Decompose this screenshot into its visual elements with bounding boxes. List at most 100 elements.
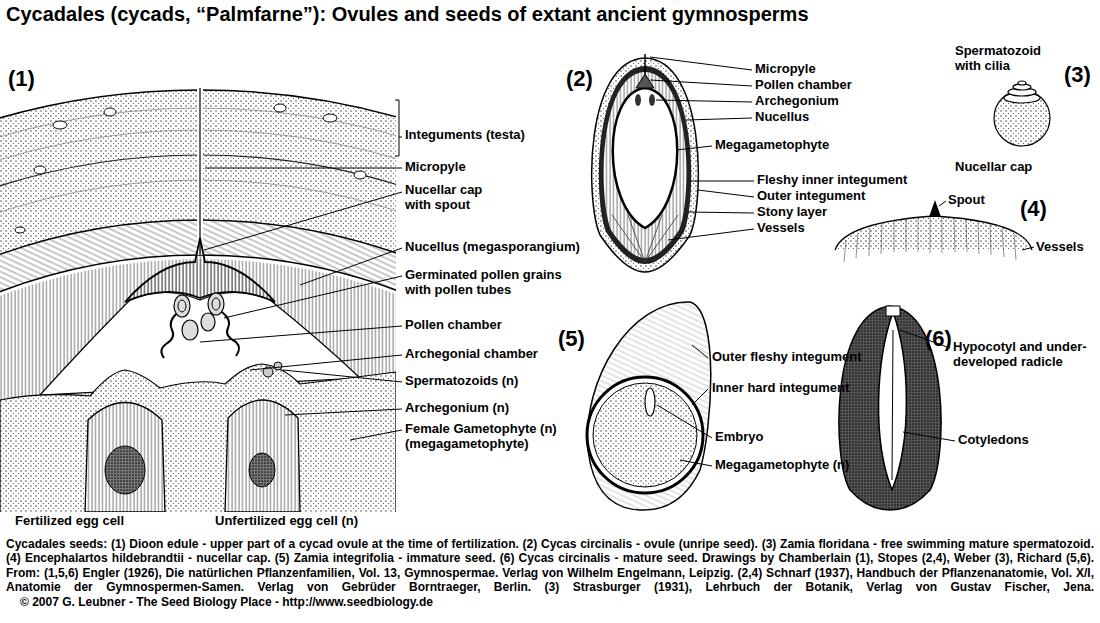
figure-number: (2)	[566, 66, 593, 91]
drawing-path	[0, 364, 396, 512]
drawing-line	[199, 88, 200, 255]
figure-number: (3)	[1064, 62, 1091, 87]
drawing-ellipse	[208, 293, 224, 315]
drawing-path	[686, 118, 752, 120]
drawing-path	[692, 389, 708, 405]
drawing-path	[224, 276, 402, 318]
drawing-g	[0, 88, 396, 512]
drawing-path	[161, 314, 176, 358]
drawing-path	[225, 400, 300, 512]
drawing-circle	[274, 362, 282, 370]
part-label: Pollen chamber	[755, 78, 852, 93]
drawing-path	[395, 100, 402, 156]
drawing-rect	[197, 88, 203, 255]
drawing-path	[222, 312, 239, 356]
part-label: Outer integument	[757, 189, 865, 204]
part-label: Hypocotyl and under-developed radicle	[953, 340, 1093, 370]
drawing-path	[350, 430, 402, 440]
figure-number: (4)	[1020, 196, 1047, 221]
drawing-path	[283, 370, 402, 382]
drawing-path	[285, 409, 402, 415]
drawing-path	[200, 326, 402, 342]
drawing-ellipse	[34, 166, 46, 174]
part-label: Nucellus (megasporangium)	[405, 240, 580, 255]
part-label: Nucellus	[755, 110, 809, 125]
drawing-path	[612, 215, 678, 262]
drawing-path	[690, 181, 754, 182]
part-label: Fleshy inner integument	[757, 173, 907, 188]
drawing-ellipse	[105, 446, 145, 494]
drawing-path	[892, 330, 893, 480]
part-label: Spermatozoid with cilia	[955, 44, 1055, 74]
part-label: Fertilized egg cell	[15, 514, 124, 529]
part-label: Archegonial chamber	[405, 347, 538, 362]
drawing-ellipse	[645, 388, 655, 416]
part-label: Archegonium (n)	[405, 401, 509, 416]
drawing-path	[668, 229, 754, 240]
drawing-circle	[587, 377, 703, 493]
drawing-ellipse	[274, 104, 286, 112]
drawing-path	[650, 80, 752, 86]
drawing-path	[650, 57, 752, 70]
part-label: Integuments (testa)	[405, 128, 525, 143]
part-label: Archegonium	[755, 94, 839, 109]
title-text: Cycadales (cycads, “Palmfarne”): Ovules …	[6, 3, 809, 26]
drawing-path	[587, 302, 710, 510]
drawing-path	[939, 201, 1034, 250]
drawing-path	[692, 345, 708, 358]
drawing-path	[657, 405, 712, 438]
part-label: Megagametophyte	[715, 138, 829, 153]
drawing-g	[657, 345, 712, 466]
drawing-ellipse	[323, 114, 337, 122]
part-label: Female Gametophyte (n) (megagametophyte)	[405, 422, 575, 452]
drawing-path	[592, 58, 699, 272]
part-label: Nucellar cap with spout	[405, 183, 505, 213]
drawing-circle	[0, 220, 396, 512]
drawing-path	[250, 355, 402, 370]
part-label: Outer fleshy integument	[712, 350, 862, 365]
drawing-circle	[0, 220, 396, 512]
drawing-path	[903, 432, 955, 441]
drawing-path	[85, 403, 165, 513]
drawing-ellipse	[105, 446, 145, 494]
drawing-path	[205, 168, 402, 169]
drawing-ellipse	[178, 300, 186, 312]
drawing-path	[592, 58, 699, 272]
part-label: Inner hard integument	[712, 381, 849, 396]
drawing-path	[125, 238, 275, 302]
part-label: Megagametophyte (n)	[715, 458, 849, 473]
part-label: Unfertilized egg cell (n)	[215, 514, 358, 529]
drawing-path	[204, 192, 402, 250]
drawing-path	[676, 146, 712, 150]
part-label: Spout	[948, 193, 985, 208]
drawing-path	[85, 403, 165, 513]
part-label: Stony layer	[757, 205, 827, 220]
drawing-g	[200, 100, 402, 440]
drawing-ellipse	[635, 94, 641, 106]
part-label: Pollen chamber	[405, 318, 502, 333]
drawing-rect	[886, 306, 900, 316]
drawing-path	[879, 312, 907, 490]
drawing-ellipse	[15, 227, 25, 233]
copyright-note: © 2007 G. Leubner - The Seed Biology Pla…	[20, 595, 433, 609]
drawing-path	[613, 88, 678, 228]
part-label: Vessels	[1036, 240, 1084, 255]
part-label: Cotyledons	[958, 433, 1029, 448]
drawing-line	[644, 54, 646, 74]
part-label: Germinated pollen grains with pollen tub…	[405, 268, 585, 298]
drawing-ellipse	[182, 320, 198, 340]
part-label: Spermatozoids (n)	[405, 374, 518, 389]
drawing-path	[599, 66, 691, 264]
part-label: Micropyle	[755, 62, 816, 77]
drawing-ellipse	[354, 171, 366, 179]
drawing-ellipse	[249, 453, 275, 487]
caption-block: Cycadales seeds: (1) Dioon edule - upper…	[6, 537, 1094, 609]
drawing-path	[698, 190, 754, 197]
figure-number: (6)	[925, 326, 952, 351]
drawing-ellipse	[212, 298, 220, 310]
drawing-ellipse	[53, 121, 67, 129]
figure-number: (1)	[8, 66, 35, 91]
drawing-path	[835, 216, 1032, 250]
